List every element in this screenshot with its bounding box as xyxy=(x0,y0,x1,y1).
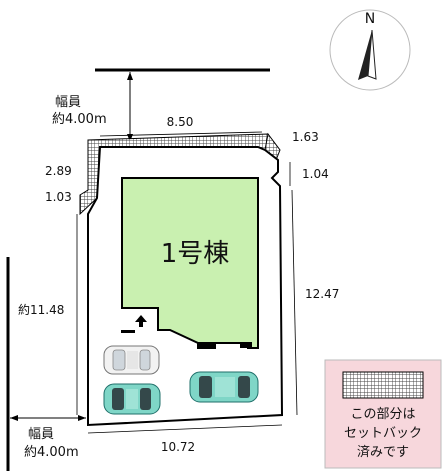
legend-line-2: セットバック xyxy=(344,426,422,441)
compass: N xyxy=(329,9,411,91)
building-corner-mark-1 xyxy=(198,342,215,348)
top-road-arrowhead-down xyxy=(127,134,133,142)
building-corner-mark-2 xyxy=(240,342,252,348)
legend-hatch-sample xyxy=(342,371,424,399)
dim-left-label: 約11.48 xyxy=(18,302,64,317)
car-icon-teal-right xyxy=(189,371,259,403)
dim-left-corner-label: 1.03 xyxy=(45,190,72,204)
setback-legend: この部分は セットバック 済みです xyxy=(324,359,442,469)
dim-right-step: 1.04 xyxy=(289,162,329,186)
top-road-width-label-1: 幅員 xyxy=(55,95,81,110)
entrance-arrow-icon xyxy=(121,315,147,333)
dim-right-step-label: 1.04 xyxy=(302,167,329,181)
dim-left-upper-label: 2.89 xyxy=(45,164,72,178)
dim-right-label: 12.47 xyxy=(305,287,339,301)
left-road-width-label-1: 幅員 xyxy=(28,427,54,442)
building-1: 1号棟 xyxy=(121,177,259,349)
car-icon-teal-left xyxy=(103,383,161,415)
legend-line-3: 済みです xyxy=(357,444,409,460)
left-road-width-label-2: 約4.00m xyxy=(24,445,79,460)
compass-needle-light xyxy=(367,29,377,80)
dim-top: 8.50 xyxy=(99,115,263,137)
dim-left: 約11.48 xyxy=(18,214,78,415)
dim-bottom: 10.72 xyxy=(87,424,283,454)
building-label: 1号棟 xyxy=(161,239,230,269)
top-road-width-label-2: 約4.00m xyxy=(52,112,107,127)
left-road-arrowhead-right xyxy=(78,415,86,421)
dim-top-right-corner-label: 1.63 xyxy=(292,130,319,144)
dim-bottom-label: 10.72 xyxy=(161,440,195,454)
left-road-arrowhead-left xyxy=(10,415,18,421)
top-road-arrowhead-up xyxy=(127,72,133,80)
dim-right: 12.47 xyxy=(291,189,339,416)
dim-top-label: 8.50 xyxy=(167,115,194,129)
legend-line-1: この部分は xyxy=(350,407,415,422)
north-label: N xyxy=(365,11,375,27)
car-icon-white xyxy=(103,345,160,375)
